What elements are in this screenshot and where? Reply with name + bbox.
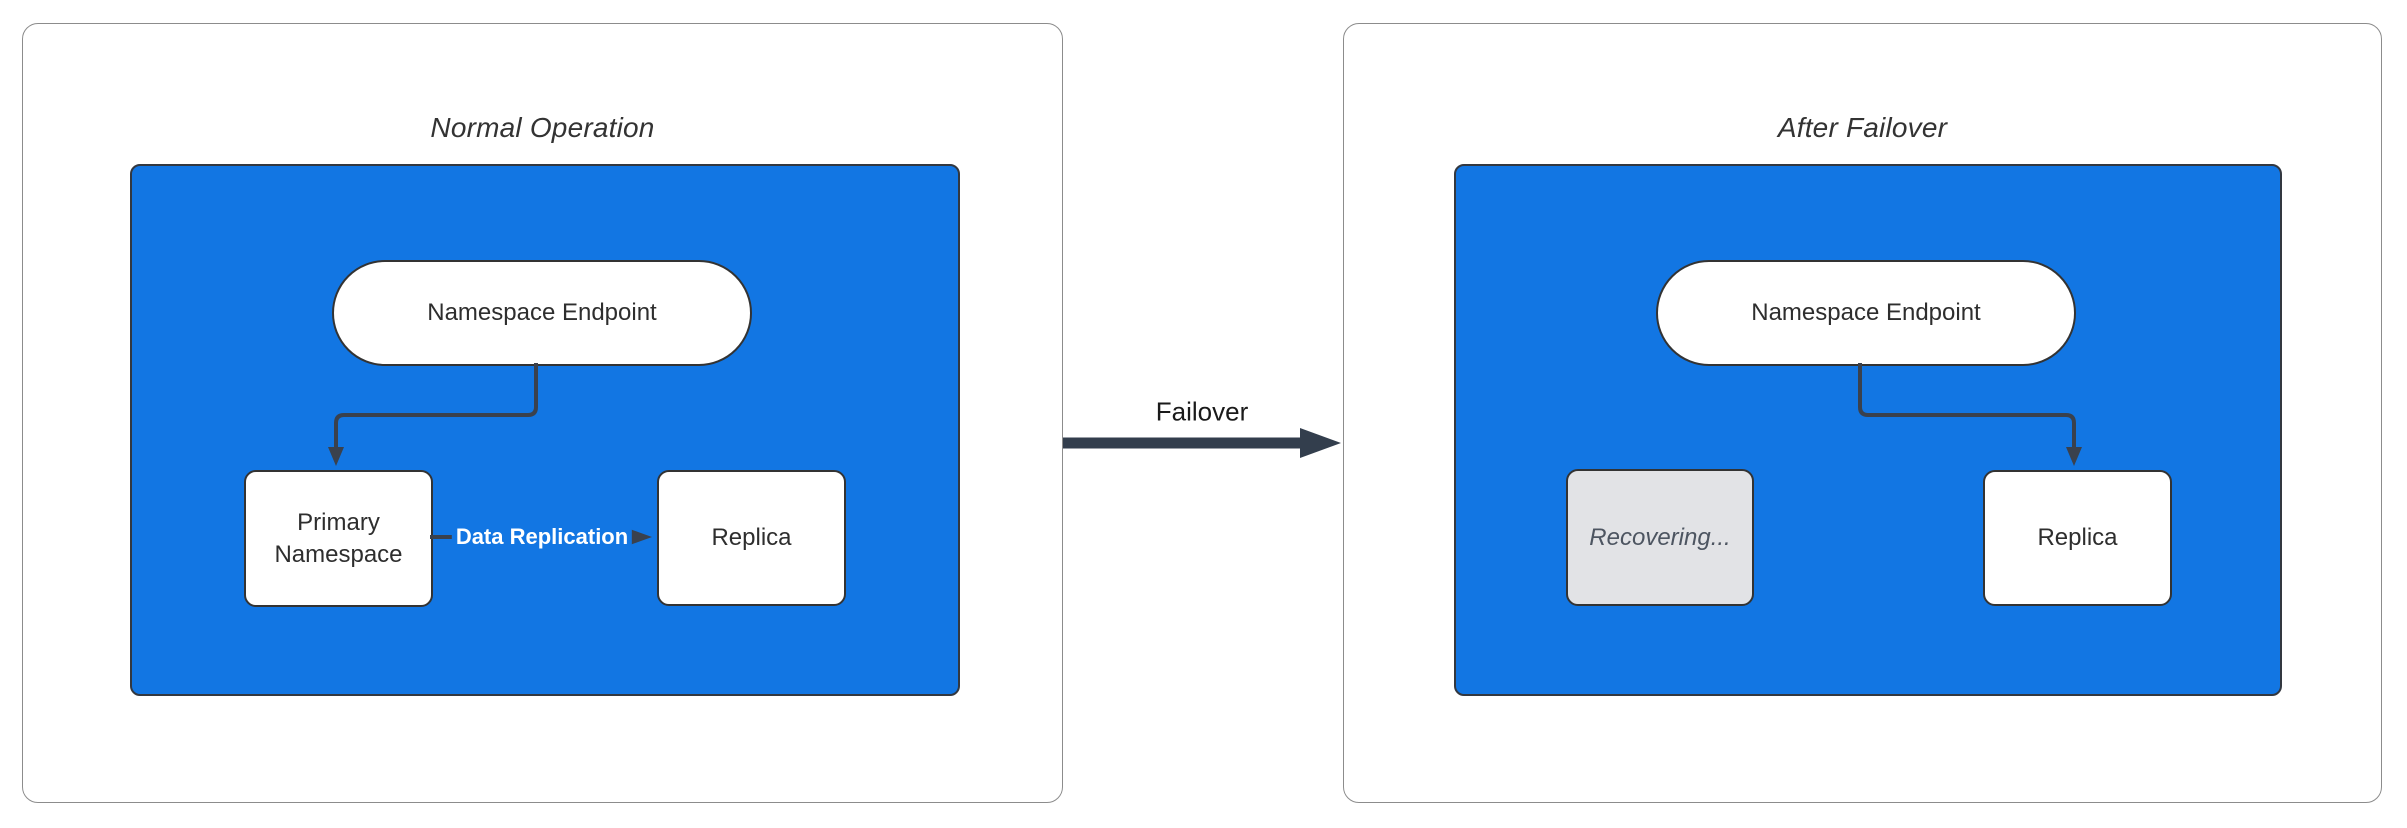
panel-title-normal-operation: Normal Operation [430, 112, 655, 143]
replication-edge-label: Data Replication [451, 523, 633, 551]
node-label: Namespace Endpoint [1751, 299, 1981, 327]
node-replica-failover: Replica [1983, 470, 2172, 606]
node-recovering: Recovering... [1566, 469, 1754, 606]
node-replica-normal: Replica [657, 470, 846, 606]
namespace-container-normal: Namespace Endpoint Primary Namespace Rep… [130, 164, 960, 696]
panel-normal-operation: Normal Operation Namespace Endpoint Prim… [22, 23, 1063, 803]
panel-title-after-failover: After Failover [1777, 112, 1948, 143]
node-label: Replica [711, 524, 792, 552]
namespace-container-failover: Namespace Endpoint Recovering... Replica [1454, 164, 2282, 696]
node-label: Primary Namespace [274, 508, 403, 568]
node-primary-namespace: Primary Namespace [244, 470, 433, 607]
node-label: Replica [2037, 524, 2118, 552]
node-label: Namespace Endpoint [427, 299, 657, 327]
node-namespace-endpoint-normal: Namespace Endpoint [332, 260, 752, 366]
failover-arrow-label: Failover [1155, 396, 1249, 427]
failover-arrowhead-right-icon [1300, 428, 1341, 458]
node-label: Recovering... [1589, 523, 1731, 551]
node-namespace-endpoint-failover: Namespace Endpoint [1656, 260, 2076, 366]
panel-after-failover: After Failover Namespace Endpoint Recove… [1343, 23, 2382, 803]
